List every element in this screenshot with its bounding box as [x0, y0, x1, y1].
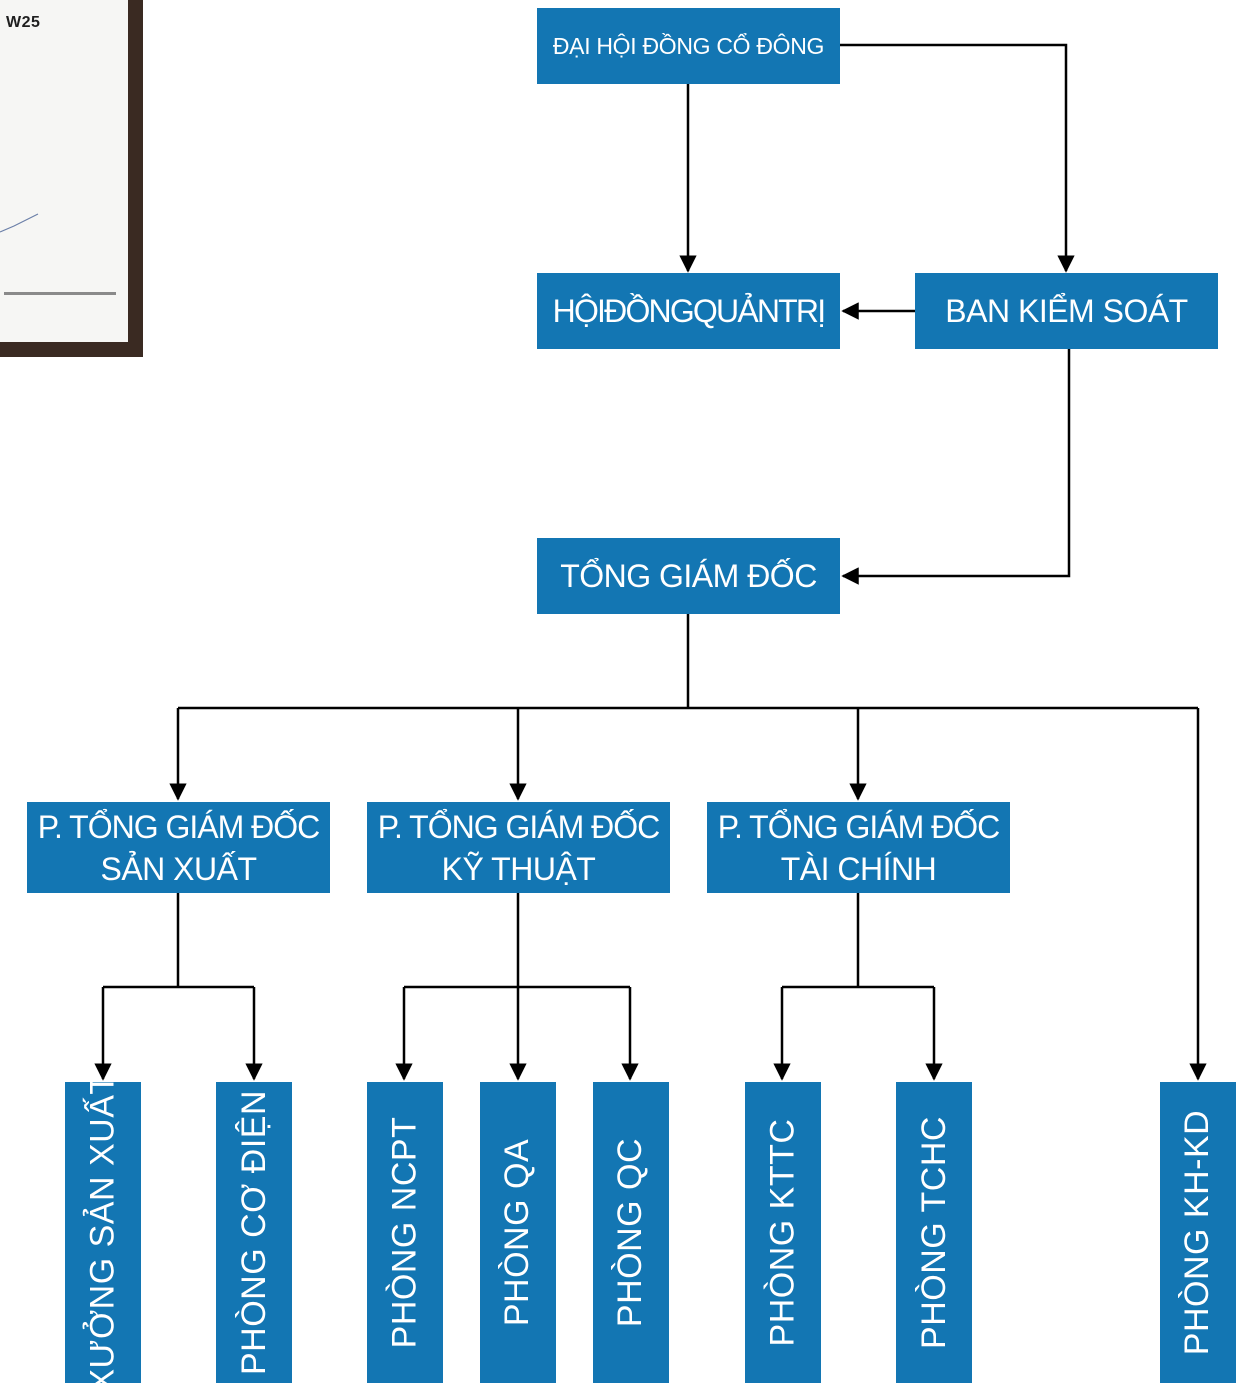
dept-kh-kd-label: PHÒNG KH-KD	[1178, 1109, 1217, 1356]
supervisory-label: BAN KIỂM SOÁT	[945, 292, 1188, 329]
dept-qa-label: PHÒNG QA	[498, 1138, 537, 1327]
connector-deputy-2-bus	[404, 893, 630, 989]
deputy-finance-line1: P. TỔNG GIÁM ĐỐC	[717, 808, 1001, 845]
dept-kttc-label: PHÒNG KTTC	[763, 1118, 802, 1347]
deputy-production-line1: P. TỔNG GIÁM ĐỐC	[37, 808, 321, 845]
connector-shareholders-supervisory	[840, 43, 1075, 273]
ceo-box: TỔNG GIÁM ĐỐC	[537, 538, 840, 614]
connector-supervisory-ceo	[841, 349, 1071, 585]
deputy-technical-line1: P. TỔNG GIÁM ĐỐC	[377, 808, 661, 845]
deputy-production-box: P. TỔNG GIÁM ĐỐC SẢN XUẤT	[27, 802, 330, 893]
shareholders-label: ĐẠI HỘI ĐỒNG CỔ ĐÔNG	[552, 32, 825, 59]
dept-electromechanical: PHÒNG CƠ ĐIỆN	[216, 1082, 292, 1383]
shareholders-box: ĐẠI HỘI ĐỒNG CỔ ĐÔNG	[537, 8, 840, 84]
dept-tchc-label: PHÒNG TCHC	[914, 1116, 953, 1349]
board-box: HỘIĐỒNGQUẢNTRỊ	[537, 273, 840, 349]
photo-chart-line	[0, 213, 39, 233]
ceo-label: TỔNG GIÁM ĐỐC	[560, 557, 817, 594]
photo-caption: W25	[6, 14, 41, 31]
dept-electromechanical-label: PHÒNG CƠ ĐIỆN	[234, 1089, 273, 1376]
dept-kttc: PHÒNG KTTC	[745, 1082, 821, 1383]
dept-ncpt-label: PHÒNG NCPT	[385, 1116, 424, 1349]
dept-tchc: PHÒNG TCHC	[896, 1082, 972, 1383]
deputy-technical-box: P. TỔNG GIÁM ĐỐC KỸ THUẬT	[367, 802, 670, 893]
board-label: HỘIĐỒNGQUẢNTRỊ	[552, 292, 827, 329]
photo-paper: W25	[0, 0, 128, 342]
dept-ncpt: PHÒNG NCPT	[367, 1082, 443, 1383]
connector-ceo-bus	[178, 614, 1198, 710]
dept-kh-kd: PHÒNG KH-KD	[1160, 1082, 1236, 1383]
deputy-finance-line2: TÀI CHÍNH	[780, 850, 937, 887]
dept-qa: PHÒNG QA	[480, 1082, 556, 1383]
connector-deputy-1-bus	[103, 893, 254, 989]
dept-qc-label: PHÒNG QC	[611, 1137, 650, 1328]
dept-production-workshop-label: XƯỞNG SẢN XUẤT	[83, 1073, 122, 1392]
deputy-finance-box: P. TỔNG GIÁM ĐỐC TÀI CHÍNH	[707, 802, 1010, 893]
dept-production-workshop: XƯỞNG SẢN XUẤT	[65, 1073, 141, 1392]
deputy-technical-line2: KỸ THUẬT	[441, 850, 596, 887]
deputy-production-line2: SẢN XUẤT	[100, 850, 257, 887]
photo-footer-line	[4, 292, 116, 295]
supervisory-box: BAN KIỂM SOÁT	[915, 273, 1218, 349]
dept-qc: PHÒNG QC	[593, 1082, 669, 1383]
connector-deputy-3-bus	[782, 893, 934, 989]
cropped-photo: W25	[0, 0, 143, 357]
